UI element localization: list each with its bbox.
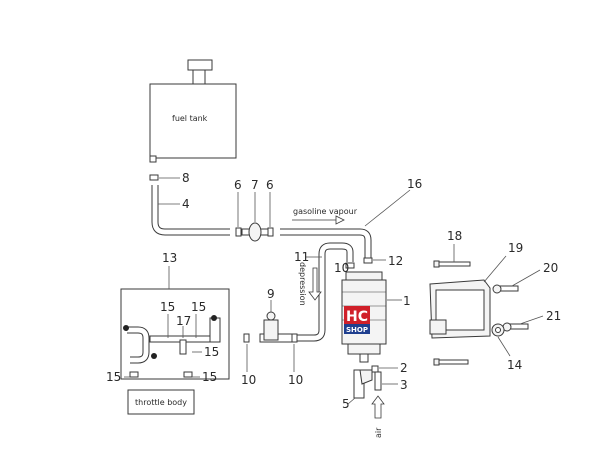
callout-16: 16 — [407, 177, 422, 191]
gasoline-vapour-label: gasoline vapour — [293, 207, 358, 216]
callout-6-left: 6 — [234, 178, 242, 192]
clamp-10-left — [243, 333, 250, 343]
throttle-body-box — [127, 389, 195, 415]
hose-4 — [151, 185, 230, 236]
clamp-15-right — [183, 371, 193, 378]
svg-text:HC: HC — [346, 309, 368, 325]
callout-10-top: 10 — [334, 261, 349, 275]
valve-7 — [241, 222, 269, 242]
callout-7: 7 — [251, 178, 259, 192]
callout-6-right: 6 — [266, 178, 274, 192]
throttle-hoses — [127, 317, 221, 364]
clamp-8 — [149, 174, 159, 181]
clamp-15-left — [129, 371, 139, 378]
fuel-tank — [149, 59, 237, 163]
hose-16 — [280, 228, 372, 258]
bolt-18 — [433, 260, 471, 268]
callout-18: 18 — [447, 229, 462, 243]
throttle-body-label: throttle body — [135, 398, 187, 407]
clamp-6-right — [267, 227, 274, 237]
callout-9: 9 — [267, 287, 275, 301]
callout-21: 21 — [546, 309, 561, 323]
pipe-3 — [374, 371, 382, 391]
air-label: air — [374, 427, 383, 438]
callout-numbers: 1 2 3 4 5 6 6 7 8 9 10 10 10 11 12 13 14… — [106, 171, 561, 411]
callout-15-c: 15 — [204, 345, 219, 359]
callout-15-d: 15 — [106, 370, 121, 384]
callout-5: 5 — [342, 397, 350, 411]
callout-11: 11 — [294, 250, 309, 264]
callout-10-right: 10 — [288, 373, 303, 387]
callout-10-left: 10 — [241, 373, 256, 387]
callout-13: 13 — [162, 251, 177, 265]
clamp-12 — [363, 257, 373, 264]
plug-dot-1 — [123, 325, 129, 331]
hose-11 — [296, 242, 354, 342]
callout-2: 2 — [400, 361, 408, 375]
callout-3: 3 — [400, 378, 408, 392]
plug-dot-3 — [211, 315, 217, 321]
fuel-tank-label: fuel tank — [172, 114, 208, 123]
clamp-10-top — [345, 262, 355, 269]
depression-label: depression — [298, 262, 307, 306]
callout-12: 12 — [388, 254, 403, 268]
plug-dot-2 — [151, 353, 157, 359]
callout-20: 20 — [543, 261, 558, 275]
callout-8: 8 — [182, 171, 190, 185]
clamp-2 — [371, 365, 379, 373]
callout-17: 17 — [176, 314, 191, 328]
elbow-5 — [353, 369, 373, 399]
callout-4: 4 — [182, 197, 190, 211]
screw-20 — [492, 284, 519, 294]
callout-15-b: 15 — [191, 300, 206, 314]
callout-19: 19 — [508, 241, 523, 255]
callout-15-a: 15 — [160, 300, 175, 314]
hc-shop-logo: HC SHOP — [344, 306, 370, 334]
svg-text:SHOP: SHOP — [346, 326, 368, 334]
screw-21 — [502, 322, 529, 332]
nut-14 — [491, 323, 505, 337]
clamp-6-left — [235, 227, 242, 237]
purge-valve-9 — [259, 311, 297, 343]
callout-1: 1 — [403, 294, 411, 308]
callout-14: 14 — [507, 358, 522, 372]
callout-15-e: 15 — [202, 370, 217, 384]
bracket-19 — [429, 279, 491, 339]
bolt-lower — [433, 358, 469, 366]
clamp-10-right — [291, 333, 298, 343]
